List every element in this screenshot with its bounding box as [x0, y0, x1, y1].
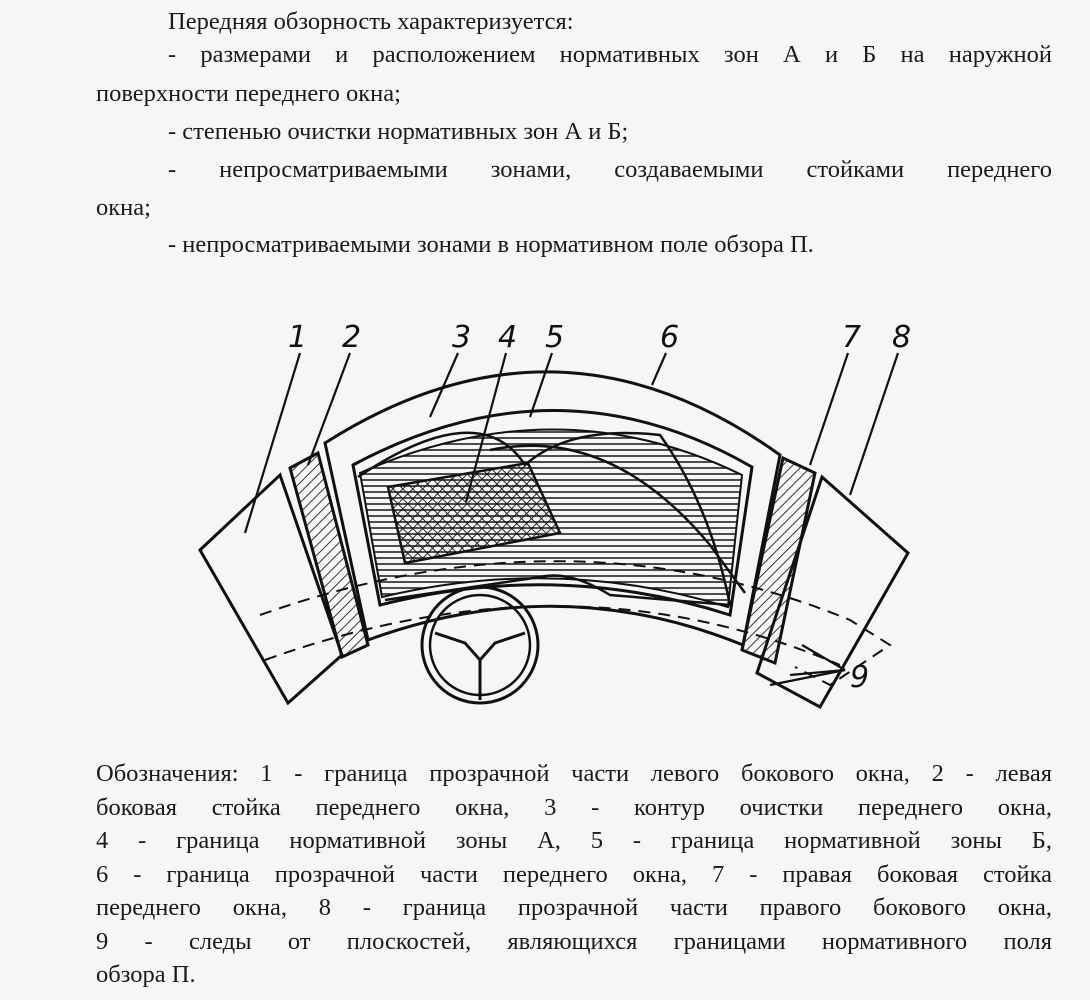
intro-item-3-line-2: окна;	[96, 194, 151, 221]
intro-item-3-line-1: - непросматриваемыми зонами, создаваемым…	[168, 156, 1052, 183]
intro-item-1-line-1: - размерами и расположением нормативных …	[168, 41, 1052, 68]
field-of-view-trace	[259, 560, 892, 687]
label-2: 2	[342, 320, 361, 355]
legend-line: 9 - следы от плоскостей, являющихся гран…	[96, 927, 1052, 955]
zone-a	[386, 461, 562, 565]
label-8: 8	[892, 320, 911, 355]
label-9: 9	[850, 660, 869, 695]
label-3: 3	[452, 320, 471, 355]
label-7: 7	[842, 320, 861, 355]
windshield-boundary	[323, 370, 782, 648]
legend: Обозначения: 1 - граница прозрачной част…	[96, 757, 1052, 992]
legend-line: 4 - граница нормативной зоны А, 5 - гран…	[96, 827, 1052, 854]
steering-wheel	[420, 585, 540, 705]
legend-line: обзора П.	[96, 961, 196, 988]
right-pillar	[740, 455, 817, 666]
leader-lines	[243, 352, 900, 687]
legend-line: 6 - граница прозрачной части переднего о…	[96, 860, 1052, 888]
legend-line: боковая стойка переднего окна, 3 - конту…	[96, 793, 1052, 821]
windshield-visibility-diagram: 1 2 3 4 5 6 7 8 9	[198, 320, 911, 710]
intro-item-2: - степенью очистки нормативных зон А и Б…	[168, 118, 629, 145]
label-1: 1	[288, 320, 307, 355]
label-6: 6	[660, 320, 679, 355]
intro-item-4: - непросматриваемыми зонами в нормативно…	[168, 231, 814, 258]
legend-line: переднего окна, 8 - граница прозрачной ч…	[96, 894, 1052, 921]
right-side-window	[755, 474, 910, 710]
label-5: 5	[545, 320, 564, 355]
cleaning-contour	[357, 431, 732, 607]
intro-item-1-line-2: поверхности переднего окна;	[96, 80, 401, 107]
field-of-view-trace-2	[264, 605, 841, 666]
zone-curve	[489, 444, 747, 594]
legend-line: Обозначения: 1 - граница прозрачной част…	[96, 760, 1052, 787]
intro-heading: Передняя обзорность характеризуется:	[168, 8, 574, 35]
label-4: 4	[498, 320, 517, 355]
